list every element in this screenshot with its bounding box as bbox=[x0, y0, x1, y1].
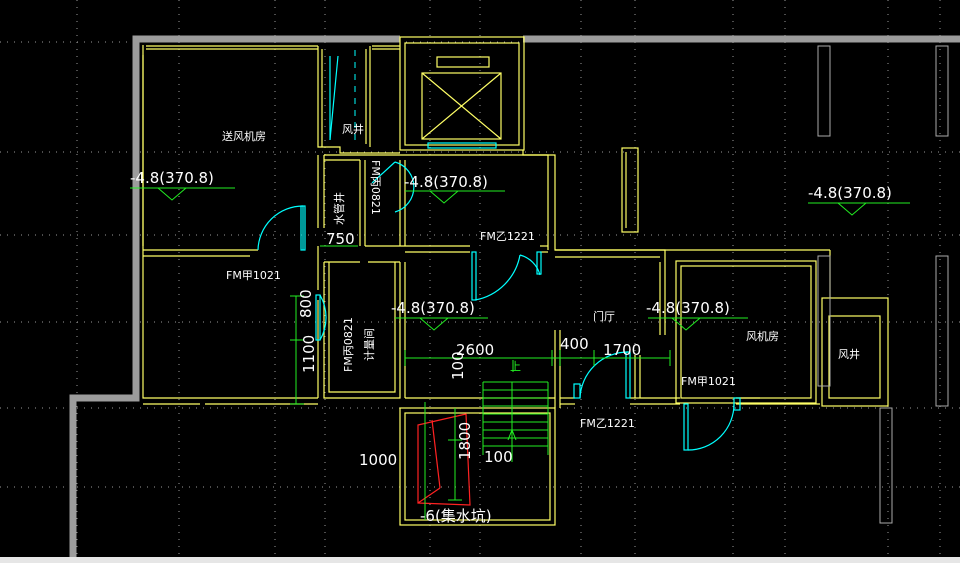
room-label-air-shaft-right: 风井 bbox=[838, 347, 860, 361]
door-label-fm-yi-top: FM乙1221 bbox=[480, 230, 535, 243]
staircase bbox=[482, 381, 549, 462]
dimension-1100: 1100 bbox=[300, 335, 318, 373]
doors bbox=[257, 55, 741, 451]
interior-walls bbox=[142, 36, 889, 526]
viewport-bottom-bar bbox=[0, 557, 960, 563]
dimension-100-bottom: 100 bbox=[484, 448, 513, 466]
elevation-label-mid-right: -4.8(370.8) bbox=[646, 299, 730, 317]
dimension-750: 750 bbox=[326, 230, 355, 248]
door-label-fm-jia-left: FM甲1021 bbox=[226, 269, 281, 282]
elevation-label-pit: -6(集水坑) bbox=[420, 507, 492, 525]
room-label-vestibule: 门厅 bbox=[593, 309, 615, 323]
elevation-markers bbox=[130, 187, 910, 331]
elevation-label-right: -4.8(370.8) bbox=[808, 184, 892, 202]
dimension-800: 800 bbox=[297, 289, 315, 318]
door-label-fm-jia-right: FM甲1021 bbox=[681, 375, 736, 388]
dimension-lines bbox=[290, 245, 671, 520]
room-label-metering: 计量间 bbox=[363, 328, 376, 361]
right-structure bbox=[817, 45, 949, 524]
outer-wall bbox=[69, 35, 960, 557]
elevation-label-top: -4.8(370.8) bbox=[404, 173, 488, 191]
door-label-fm-yi-bottom: FM乙1221 bbox=[580, 417, 635, 430]
elevation-label-mid-left: -4.8(370.8) bbox=[391, 299, 475, 317]
sump-pit bbox=[417, 413, 471, 506]
room-label-air-shaft-left: 风井 bbox=[342, 122, 364, 136]
dimension-1800: 1800 bbox=[456, 422, 474, 460]
stair-up-mark: 上 bbox=[510, 360, 521, 373]
room-label-supply-fan-room: 送风机房 bbox=[222, 129, 266, 143]
door-label-fm-bing-mid: FM丙0821 bbox=[342, 317, 355, 372]
room-label-water-well: 水管井 bbox=[332, 192, 346, 225]
room-label-fan-room: 风机房 bbox=[746, 329, 779, 343]
dimension-400: 400 bbox=[560, 335, 589, 353]
dimension-1000: 1000 bbox=[359, 451, 397, 469]
elevation-label-left: -4.8(370.8) bbox=[130, 169, 214, 187]
dimension-2600: 2600 bbox=[456, 341, 494, 359]
door-label-fm-bing-top: FM丙0821 bbox=[369, 160, 382, 215]
dimension-1700: 1700 bbox=[603, 341, 641, 359]
dimension-100-top: 100 bbox=[449, 351, 467, 380]
